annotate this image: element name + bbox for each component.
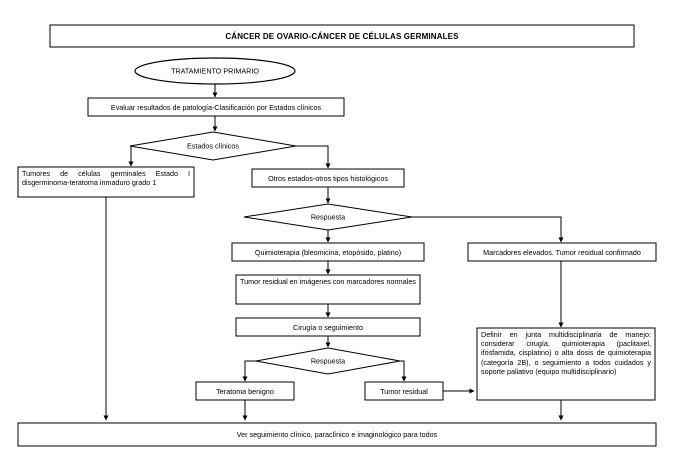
connector-respuesta2-right	[400, 360, 407, 382]
node-evaluar-label: Evaluar resultados de patología-Clasific…	[111, 103, 322, 112]
connector-estados-right	[296, 145, 331, 169]
node-teratoma-benigno-label: Teratoma benigno	[216, 387, 274, 396]
decision-estados-clinicos	[129, 131, 297, 161]
node-tumores-estado-i-label: Tumores de células germinales Estado I d…	[22, 169, 190, 188]
node-marcadores-elevados	[467, 242, 657, 262]
node-cirugia-seguimiento-label: Cirugía o seguimiento	[293, 323, 363, 332]
decision-estados-clinicos-label: Estados clínicos	[187, 142, 239, 151]
start-node-label: TRATAMIENTO PRIMARIO	[171, 67, 259, 76]
node-marcadores-elevados-label: Marcadores elevados. Tumor residual conf…	[483, 248, 641, 257]
title-box	[49, 24, 635, 48]
connector-respuesta1-right	[412, 216, 564, 243]
node-junta-multidisciplinaria	[476, 327, 656, 401]
node-tumor-residual-imagenes-label: Tumor residual en imágenes con marcadore…	[240, 277, 416, 286]
node-ver-seguimiento-label: Ver seguimiento clínico, paraclínico e i…	[237, 430, 438, 439]
node-tumor-residual-label: Tumor residual	[380, 387, 428, 396]
node-otros-estados-label: Otros estados-otros tipos histológicos	[268, 174, 388, 183]
node-evaluar	[87, 97, 345, 117]
decision-respuesta-2-label: Respuesta	[311, 357, 345, 366]
node-quimioterapia-label: Quimioterapia (bleomicina, etopósido, pl…	[255, 248, 401, 257]
decision-respuesta-2	[255, 347, 401, 375]
connector-estados-left	[128, 145, 134, 167]
connector-respuesta2-left	[242, 360, 256, 382]
decision-respuesta-1-label: Respuesta	[311, 213, 345, 222]
node-ver-seguimiento	[17, 422, 657, 447]
node-junta-multidisciplinaria-label: Definir en junta multidisciplinaria de m…	[481, 330, 651, 376]
node-tumores-estado-i	[17, 166, 195, 198]
page-title: CÁNCER DE OVARIO-CÁNCER DE CÉLULAS GERMI…	[225, 32, 459, 41]
